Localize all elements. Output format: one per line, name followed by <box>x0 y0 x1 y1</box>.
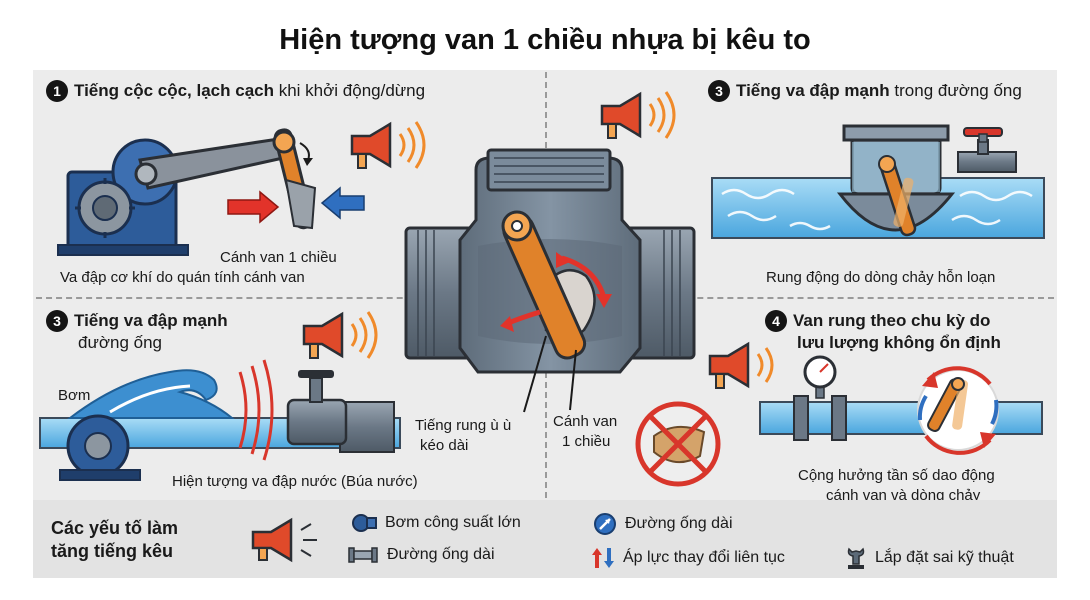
caption-water-hammer: Hiện tượng va đập nước (Búa nước) <box>172 473 418 490</box>
step-number-badge: 3 <box>708 80 730 102</box>
pipe-icon <box>348 547 378 563</box>
check-valve-cross-section <box>404 148 696 413</box>
push-arrows <box>227 186 365 224</box>
factors-title-line1: Các yếu tố làm <box>51 518 179 538</box>
heading-bold-text: Van rung theo chu kỳ do <box>793 311 991 330</box>
label-prolonged-humming-line2: kéo dài <box>420 437 469 454</box>
heading-startup-knocking: 1 Tiếng cộc cộc, lạch cạch khi khởi động/… <box>46 80 425 102</box>
factor-long-pipeline: Đường ống dài <box>593 512 733 536</box>
label-check-valve-flap: Cánh van 1 chiều <box>220 249 337 266</box>
heading-pipe-impact: 3 Tiếng va đập mạnh trong đường ống <box>708 80 1022 102</box>
factor-label: Đường ống dài <box>625 515 733 532</box>
factor-pressure-changes: Áp lực thay đổi liên tục <box>591 546 785 570</box>
heading-periodic-vibration: 4 Van rung theo chu kỳ do <box>765 310 990 332</box>
heading-bold-text: Tiếng va đập mạnh <box>74 311 228 330</box>
resonance-illustration <box>759 355 1043 455</box>
step-number-badge: 1 <box>46 80 68 102</box>
heading-rest-text: trong đường ống <box>889 81 1022 100</box>
factors-title: Các yếu tố làm tăng tiếng kêu <box>51 517 178 563</box>
factor-label: Lắp đặt sai kỹ thuật <box>875 549 1014 566</box>
factor-high-power-pump: Bơm công suất lớn <box>351 512 521 534</box>
megaphone-icon <box>600 91 676 139</box>
pressure-arrows-icon <box>592 548 614 568</box>
heading-water-hammer-line2: đường ống <box>78 333 162 352</box>
step-number-badge: 4 <box>765 310 787 332</box>
label-pump: Bơm <box>58 387 91 404</box>
heading-water-hammer: 3 Tiếng va đập mạnh <box>46 310 228 332</box>
factor-incorrect-installation: Lắp đặt sai kỹ thuật <box>845 546 1014 570</box>
turbulent-pipe-illustration <box>711 124 1045 239</box>
megaphone-icon <box>708 341 774 389</box>
factor-label: Áp lực thay đổi liên tục <box>623 549 785 566</box>
noise-factors-bar: Các yếu tố làm tăng tiếng kêu Bơm công s… <box>33 500 1057 578</box>
water-hammer-illustration <box>39 359 401 481</box>
page-title: Hiện tượng van 1 chiều nhựa bị kêu to <box>279 24 811 56</box>
heading-bold-text: Tiếng cộc cộc, lạch cạch <box>74 81 274 100</box>
caption-mechanical-impact: Va đập cơ khí do quán tính cánh van <box>60 269 305 286</box>
step-number-badge: 3 <box>46 310 68 332</box>
wrench-icon <box>847 547 865 569</box>
pipe-length-icon <box>594 513 616 535</box>
megaphone-icon <box>251 517 317 563</box>
caption-turbulent-flow: Rung động do dòng chảy hỗn loạn <box>766 269 996 286</box>
factor-long-pipe: Đường ống dài <box>347 546 495 564</box>
factor-label: Bơm công suất lớn <box>385 514 521 531</box>
megaphone-icon <box>350 121 426 169</box>
factor-label: Đường ống dài <box>387 546 495 563</box>
no-damage-warning-icon <box>635 401 721 487</box>
megaphone-icon <box>302 311 378 359</box>
caption-resonance-line1: Cộng hưởng tần số dao động <box>798 467 995 484</box>
label-center-flap: Cánh van <box>553 413 618 430</box>
label-prolonged-humming: Tiếng rung ù ù <box>415 417 512 434</box>
heading-bold-text: Tiếng va đập mạnh <box>736 81 890 100</box>
factors-title-line2: tăng tiếng kêu <box>51 541 174 561</box>
flap-lever-illustration <box>272 128 317 230</box>
caption-resonance-line2: cánh van và dòng chảy <box>826 487 981 504</box>
heading-rest-text: khi khởi động/dừng <box>274 81 426 100</box>
heading-periodic-vibration-line2: lưu lượng không ổn định <box>797 333 1001 352</box>
motor-gear-illustration <box>57 136 295 256</box>
pump-icon <box>352 514 377 532</box>
label-center-flap-line2: 1 chiều <box>562 433 611 450</box>
